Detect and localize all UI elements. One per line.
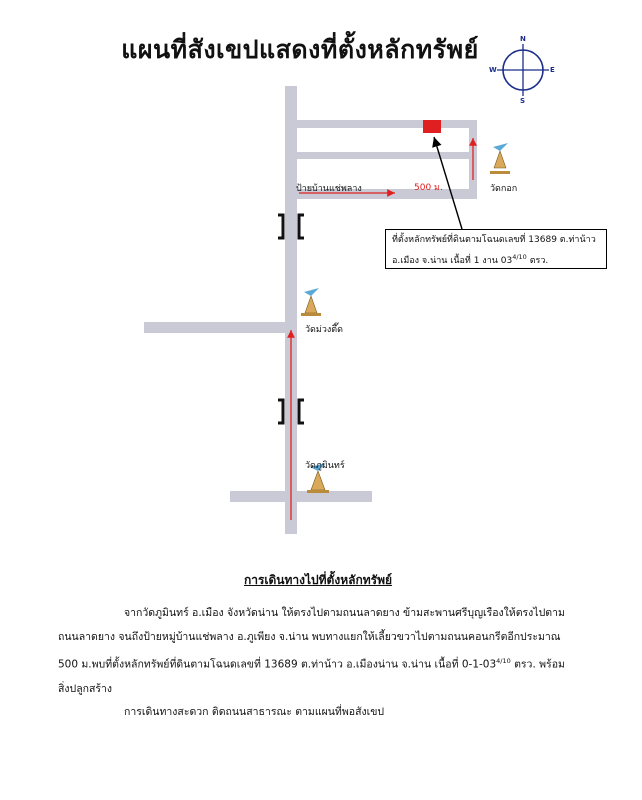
callout-area-fraction: 4/10 — [512, 253, 527, 261]
callout-line-2: อ.เมือง จ.น่าน เนื้อที่ 1 งาน 034/10 ตรว… — [392, 249, 600, 270]
compass-east-label: E — [550, 66, 555, 74]
compass-rose — [497, 44, 549, 96]
map-title: แผนที่สังเขปแสดงที่ตั้งหลักทรัพย์ — [121, 35, 479, 64]
directions-tail-text: ตรว. พร้อมสิ่งปลูกสร้าง — [58, 658, 565, 695]
directions-main-text: จากวัดภูมินทร์ อ.เมือง จังหวัดน่าน ให้ตร… — [58, 607, 565, 671]
callout-pointer — [432, 136, 463, 230]
road-lower-branch — [297, 189, 475, 199]
property-marker — [423, 120, 441, 133]
temple-icon-wat-kok — [490, 143, 510, 174]
bridge-lower — [278, 398, 304, 425]
directions-note: การเดินทางสะดวก ติดถนนสาธารณะ ตามแผนที่พ… — [124, 706, 385, 718]
road-middle-branch — [297, 152, 475, 159]
callout-line-1: ที่ตั้งหลักทรัพย์ที่ดินตามโฉนดเลขที่ 136… — [392, 235, 596, 245]
temple-icon-wat-muang-tue — [301, 288, 321, 316]
road-bottom-cross — [230, 491, 372, 502]
temple-icon-wat-phumin — [307, 463, 329, 493]
bridge-upper — [278, 213, 304, 240]
callout-area-text: อ.เมือง จ.น่าน เนื้อที่ 1 งาน 03 — [392, 256, 513, 266]
distance-label: 500 ม. — [414, 183, 443, 193]
label-wat-kok: วัดกอก — [490, 184, 518, 194]
compass-west-label: W — [489, 66, 497, 74]
callout-area-unit: ตรว. — [526, 256, 549, 266]
directions-heading: การเดินทางไปที่ตั้งหลักทรัพย์ — [243, 573, 393, 587]
compass-south-label: S — [520, 97, 526, 105]
label-wat-muang-tue: วัดม่วงตึ๊ด — [305, 325, 343, 335]
road-upper-branch — [297, 120, 475, 128]
directions-area-fraction: 4/10 — [496, 657, 511, 665]
label-village-sign: ป้ายบ้านแช่พลาง — [296, 184, 362, 194]
compass-north-label: N — [520, 35, 526, 43]
label-wat-phumin: วัดภูมินทร์ — [305, 461, 345, 471]
property-callout-box: ที่ตั้งหลักทรัพย์ที่ดินตามโฉนดเลขที่ 136… — [385, 229, 607, 269]
road-west-cross — [144, 322, 285, 333]
route-path — [287, 138, 477, 520]
main-road — [285, 86, 297, 534]
directions-paragraph: จากวัดภูมินทร์ อ.เมือง จังหวัดน่าน ให้ตร… — [58, 601, 568, 701]
